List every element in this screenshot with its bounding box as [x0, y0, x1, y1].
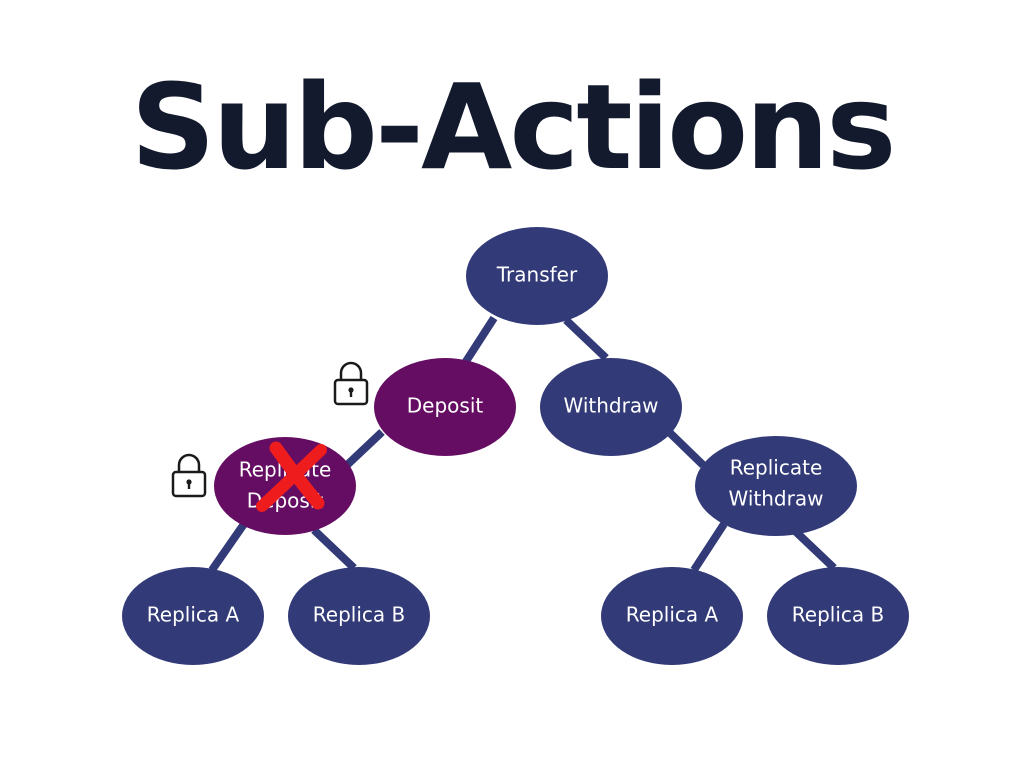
node-replicate-withdraw[interactable]: Replicate Withdraw — [695, 436, 857, 536]
node-transfer-label: Transfer — [496, 263, 578, 287]
node-deposit[interactable]: Deposit — [374, 358, 516, 456]
node-withdraw-replica-b[interactable]: Replica B — [767, 567, 909, 665]
node-withdraw[interactable]: Withdraw — [540, 358, 682, 456]
edge-deposit-replicate-deposit — [343, 429, 385, 469]
edge-transfer-withdraw — [563, 317, 609, 361]
edge-replicate-deposit-replica-a — [208, 521, 248, 573]
lock-icon — [333, 361, 369, 406]
node-withdraw-label: Withdraw — [564, 394, 659, 418]
node-deposit-replica-b-label: Replica B — [313, 603, 405, 627]
edge-transfer-deposit — [459, 315, 498, 369]
node-deposit-replica-b[interactable]: Replica B — [288, 567, 430, 665]
node-withdraw-replica-a-label: Replica A — [626, 603, 719, 627]
cross-icon — [256, 441, 327, 512]
tree-edges — [208, 315, 837, 573]
node-deposit-label: Deposit — [407, 394, 484, 418]
edge-replicate-deposit-replica-b — [311, 527, 357, 571]
edge-withdraw-replicate-withdraw — [666, 429, 706, 468]
node-deposit-replica-a-label: Replica A — [147, 603, 240, 627]
node-replicate-withdraw-label-line2: Withdraw — [729, 487, 824, 511]
edge-replicate-withdraw-replica-b — [791, 527, 837, 571]
node-deposit-replica-a[interactable]: Replica A — [122, 567, 264, 665]
node-transfer[interactable]: Transfer — [466, 227, 608, 325]
node-withdraw-replica-a[interactable]: Replica A — [601, 567, 743, 665]
page-title: Sub-Actions — [130, 58, 897, 196]
node-replicate-withdraw-label-line1: Replicate — [730, 456, 823, 480]
node-withdraw-replica-b-label: Replica B — [792, 603, 884, 627]
lock-icon — [171, 453, 207, 498]
edge-replicate-withdraw-replica-a — [690, 521, 728, 573]
